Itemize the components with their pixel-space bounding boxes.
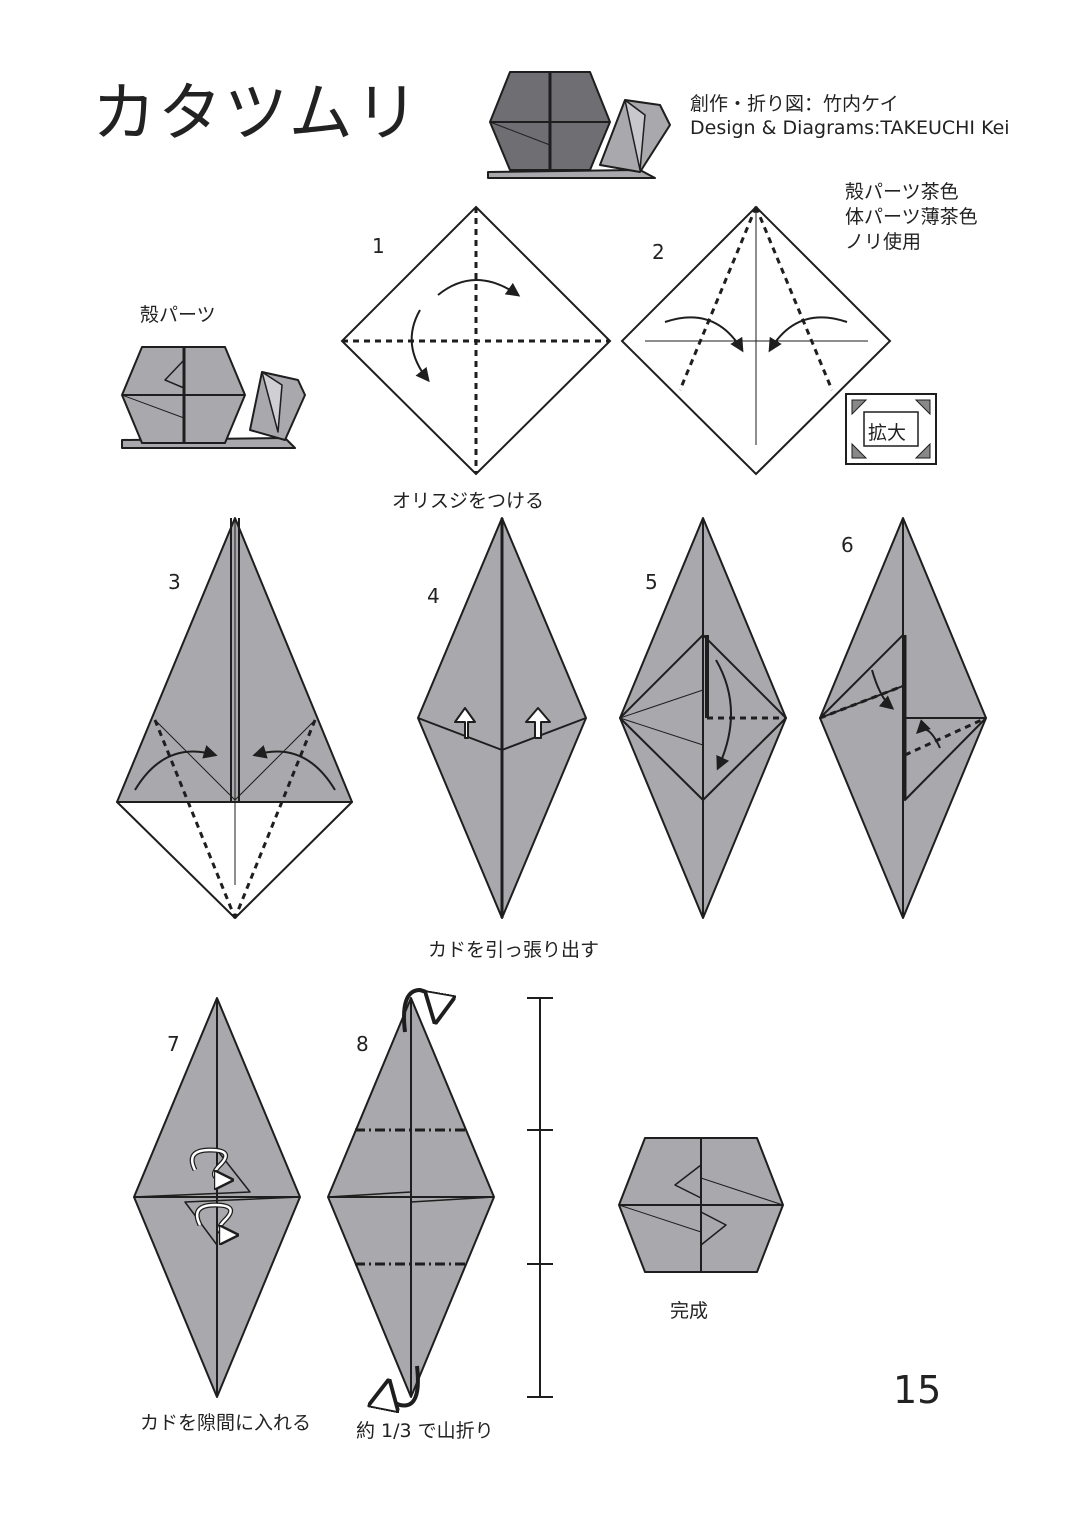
caption-mountain: 約 1/3 で山折り: [356, 1420, 494, 1442]
step-8-number: 8: [356, 1032, 369, 1056]
caption-crease: オリスジをつける: [392, 490, 545, 512]
step-5-diagram: [619, 517, 787, 919]
note-glue: ノリ使用: [845, 231, 922, 253]
step-7-diagram: [133, 997, 301, 1398]
shell-part-image: [121, 346, 306, 449]
zoom-label: 拡大: [868, 422, 907, 444]
credit-en: Design & Diagrams:TAKEUCHI Kei: [690, 117, 1010, 139]
header-snail-image: [487, 71, 671, 179]
caption-done: 完成: [670, 1300, 709, 1322]
step-2-diagram: [620, 205, 892, 476]
page-title: カタツムリ: [92, 77, 421, 151]
finished-shell-diagram: [618, 1137, 784, 1273]
page-number: 15: [893, 1368, 942, 1412]
step-8-diagram: [327, 988, 495, 1406]
note-shell-color: 殻パーツ茶色: [845, 181, 959, 203]
step-2-number: 2: [652, 240, 665, 264]
credit-ja: 創作・折り図：竹内ケイ: [690, 93, 899, 115]
step-6-number: 6: [841, 533, 854, 557]
step-3-diagram: [116, 517, 353, 919]
credit-block: 創作・折り図：竹内ケイ Design & Diagrams:TAKEUCHI K…: [690, 92, 1010, 140]
caption-pull: カドを引っ張り出す: [428, 939, 600, 961]
step-6-diagram: [819, 517, 987, 919]
caption-insert: カドを隙間に入れる: [140, 1412, 312, 1434]
zoom-icon: [845, 393, 937, 465]
step-7-number: 7: [167, 1032, 180, 1056]
part-label: 殻パーツ: [140, 304, 216, 326]
step-1-diagram: [340, 205, 612, 476]
step-3-number: 3: [168, 570, 181, 594]
step-4-diagram: [417, 517, 587, 919]
measurement-scale: [527, 997, 553, 1398]
step-5-number: 5: [645, 570, 658, 594]
step-1-number: 1: [372, 234, 385, 258]
step-4-number: 4: [427, 584, 440, 608]
paper-color-notes: 殻パーツ茶色 体パーツ薄茶色 ノリ使用: [845, 180, 978, 255]
note-body-color: 体パーツ薄茶色: [845, 206, 978, 228]
